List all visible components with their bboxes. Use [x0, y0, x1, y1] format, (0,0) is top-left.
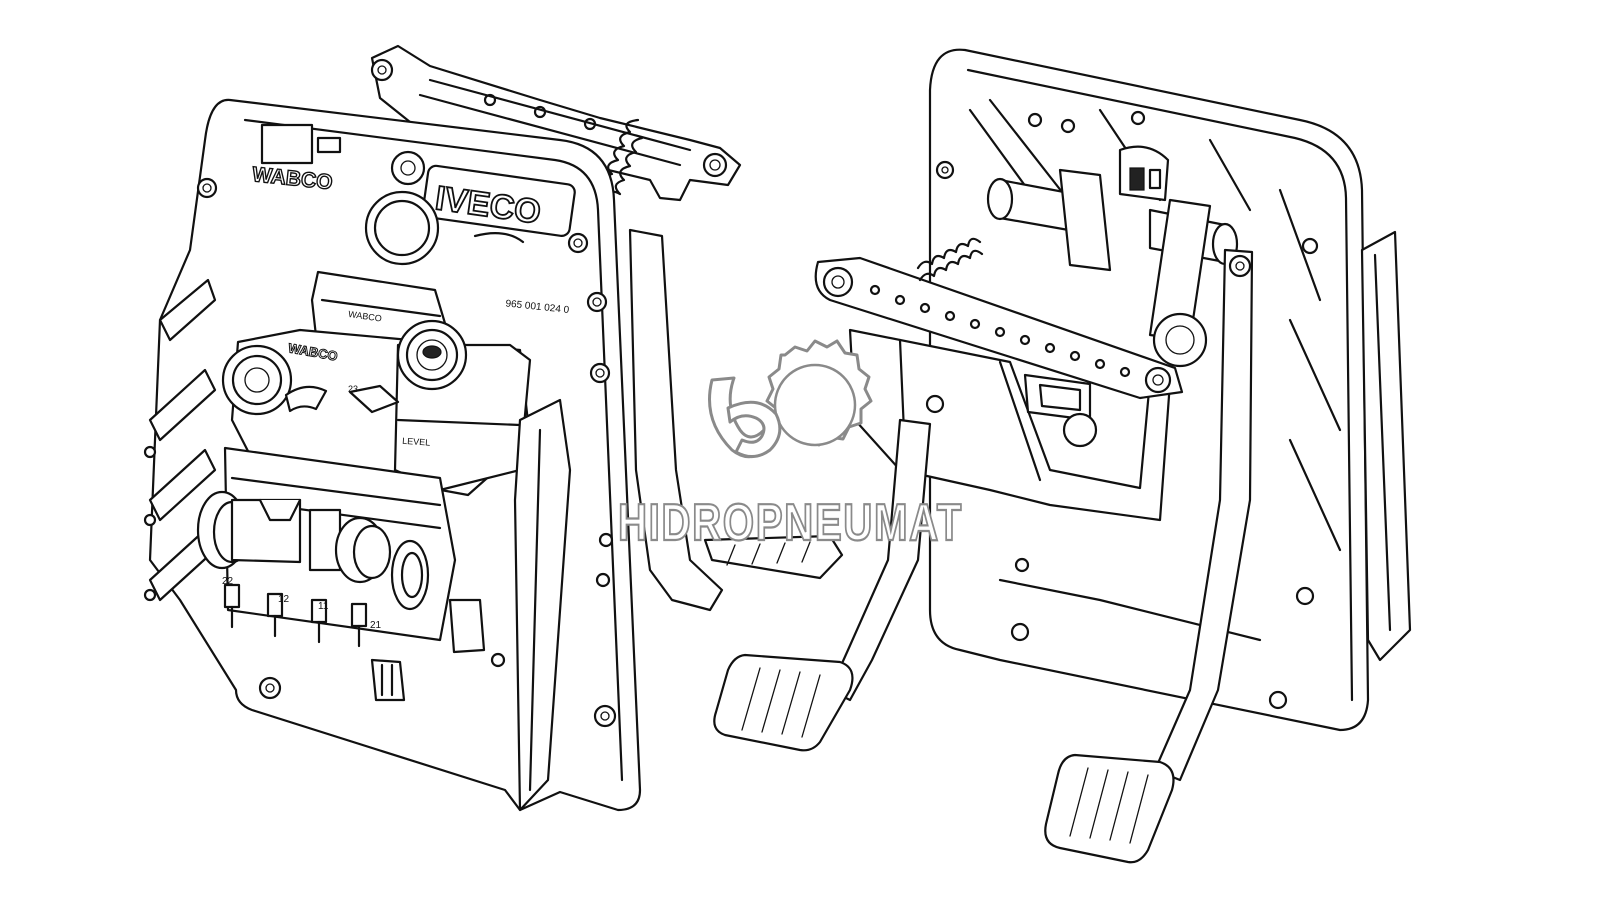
brake-pedal-arm	[1153, 248, 1254, 782]
brake-pedal-pad	[1044, 753, 1175, 864]
left-valve-block: 22 12 11 21	[196, 446, 486, 702]
left-cylinder-bore	[364, 150, 440, 266]
left-mounting-holes	[196, 177, 617, 728]
reservoir-level-label: LEVEL	[402, 436, 431, 448]
right-center-opening	[1118, 145, 1170, 202]
port-label-21: 21	[370, 620, 382, 631]
right-return-spring	[916, 237, 984, 282]
port-label-23: 23	[348, 384, 358, 394]
watermark-text: HIDROPNEUMAT	[618, 494, 963, 552]
left-side-flange	[513, 398, 572, 812]
port-label-11: 11	[318, 601, 329, 612]
port-label-22: 22	[222, 576, 234, 587]
right-mounting-holes	[935, 110, 1319, 710]
right-pedal-frame	[848, 312, 1208, 522]
left-label-plate	[260, 123, 314, 165]
valve-brand-small: WABCO	[348, 309, 383, 324]
right-crossbar	[814, 256, 1184, 400]
right-pedal-unit	[713, 48, 1412, 864]
clutch-pedal-arm	[828, 418, 932, 702]
left-brake-valve: WABCO WABCO LEVEL 23	[221, 270, 532, 497]
hidropneumat-watermark: HIDROPNEUMAT	[617, 339, 963, 553]
left-pedal-unit: WABCO IVECO 965 001 024 0 WABCO WABCO	[143, 44, 844, 812]
left-pedal-arm	[628, 228, 844, 612]
right-pedal-arms	[828, 248, 1254, 782]
left-side-ribs	[143, 278, 217, 602]
left-small-label	[316, 136, 342, 154]
left-top-bracket	[370, 44, 742, 202]
watermark-logo-icon	[708, 339, 873, 459]
clutch-pedal-pad	[713, 653, 854, 752]
right-side-flange	[1360, 230, 1412, 662]
right-pivot-shafts	[986, 168, 1239, 342]
port-label-12: 12	[278, 594, 290, 605]
iveco-badge	[421, 164, 576, 237]
electrical-connector	[370, 658, 406, 702]
